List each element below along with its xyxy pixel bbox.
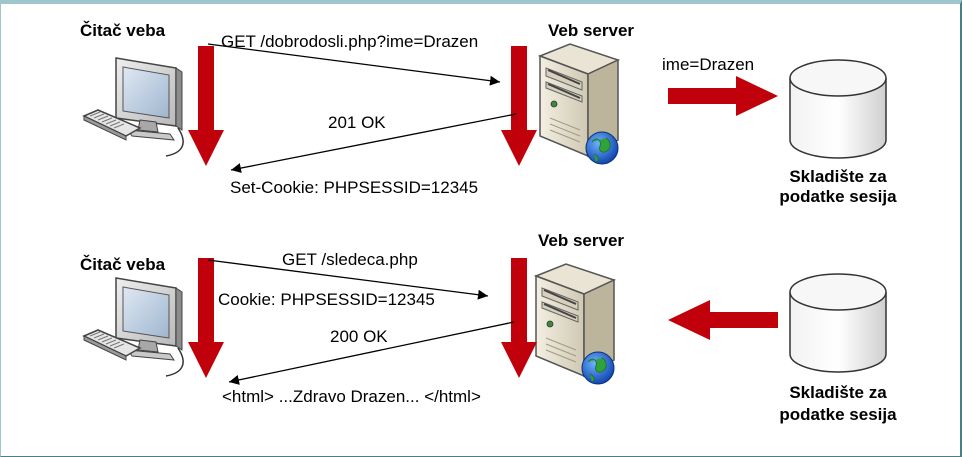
top-db-label-line1: Skladište za [789,167,887,186]
top-browser-computer-icon [83,57,184,157]
top-store-arrow [668,76,778,116]
bottom-response-arrow [228,321,515,385]
bottom-server-timeline-arrow [501,258,537,378]
bottom-request-arrow [207,259,489,300]
bottom-web-server-icon [535,263,615,385]
top-request-arrow [207,43,501,86]
bottom-browser-label: Čitač veba [80,255,166,274]
top-browser-timeline-arrow [188,46,224,166]
top-response-arrow [230,113,517,173]
top-response-status: 201 OK [328,113,386,132]
top-store-label: ime=Drazen [662,55,754,74]
top-server-label: Veb server [548,21,634,40]
bottom-response-status: 200 OK [330,327,388,346]
bottom-server-label: Veb server [538,231,624,250]
top-db-label-line2: podatke sesija [779,187,897,206]
bottom-load-arrow [668,300,778,340]
bottom-db-label-line1: Skladište za [789,383,887,402]
bottom-db-label-line2: podatke sesija [779,405,897,424]
bottom-browser-timeline-arrow [188,258,224,378]
bottom-request-header: Cookie: PHPSESSID=12345 [218,290,435,309]
top-browser-label: Čitač veba [80,21,166,40]
bottom-session-db-icon [789,273,887,373]
bottom-browser-computer-icon [83,277,184,377]
top-session-db-icon [789,59,887,159]
bottom-request-line: GET /sledeca.php [282,250,418,269]
top-web-server-icon [539,43,619,165]
top-response-header: Set-Cookie: PHPSESSID=12345 [230,178,478,197]
top-server-timeline-arrow [501,46,537,166]
top-request-line: GET /dobrodosli.php?ime=Drazen [221,32,478,51]
bottom-response-body: <html> ...Zdravo Drazen... </html> [222,387,481,406]
